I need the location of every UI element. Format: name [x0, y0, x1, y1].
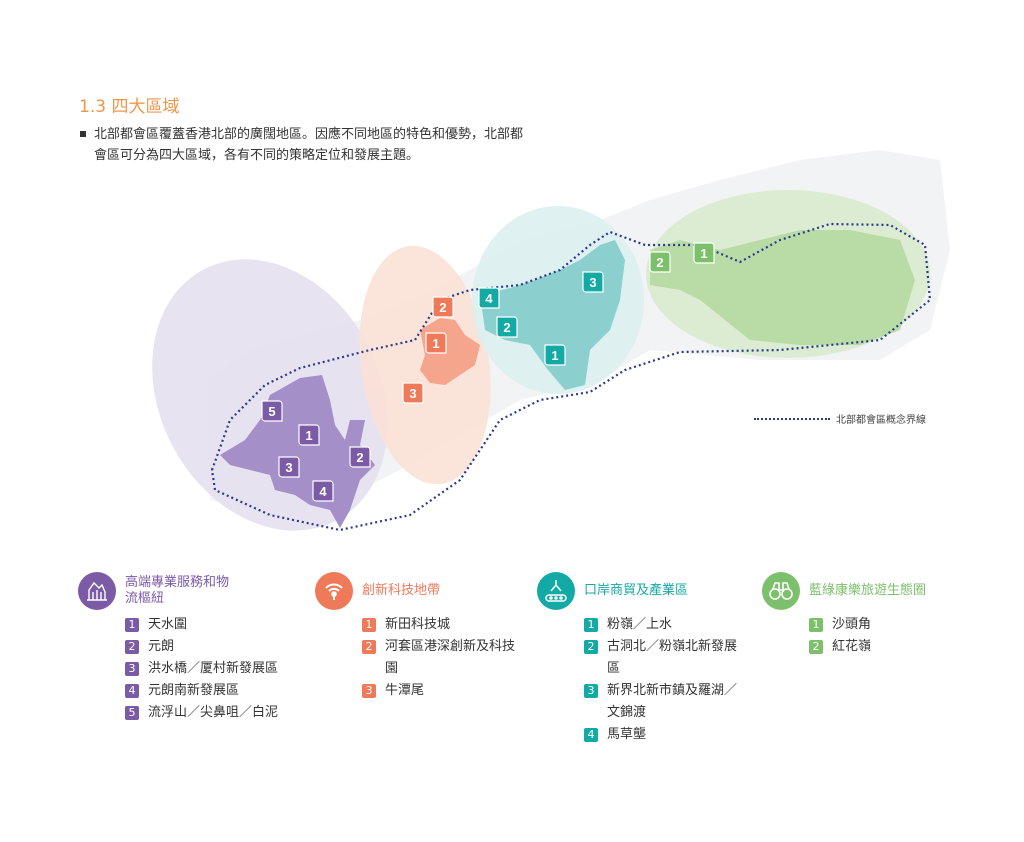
map-marker-teal: 4	[478, 287, 500, 309]
category-title: 高端專業服務和物流樞紐	[125, 575, 230, 606]
number-badge: 3	[125, 662, 139, 676]
marker-number: 5	[268, 404, 275, 419]
number-badge: 2	[584, 640, 598, 654]
map-marker-orange: 2	[432, 296, 454, 318]
map-marker-orange: 1	[425, 332, 447, 354]
category-item: 1 粉嶺／上水	[584, 614, 754, 636]
item-label: 元朗	[148, 639, 175, 654]
number-badge: 3	[584, 684, 598, 698]
map-marker-purple: 3	[278, 456, 300, 478]
category-item: 2 河套區港深創新及科技園	[362, 636, 532, 680]
marker-number: 4	[319, 484, 327, 499]
robot-arm-conveyor-icon	[537, 572, 575, 610]
category-title: 口岸商貿及產業區	[584, 583, 689, 598]
map-marker-purple: 5	[261, 400, 283, 422]
marker-number: 2	[656, 255, 663, 270]
map-marker-teal: 2	[496, 316, 518, 338]
binoculars-icon	[762, 572, 800, 610]
category-legend: 創新科技地帶 1 新田科技城 2 河套區港深創新及科技園 3 牛潭尾	[315, 572, 532, 702]
marker-number: 3	[409, 386, 416, 401]
category-item: 1 天水圍	[125, 614, 278, 636]
number-badge: 2	[809, 640, 823, 654]
bullet-icon	[80, 131, 86, 137]
map-marker-teal: 3	[582, 271, 604, 293]
marker-number: 3	[589, 275, 596, 290]
item-label: 河套區港深創新及科技園	[385, 639, 516, 676]
map-marker-purple: 1	[298, 424, 320, 446]
map-marker-green: 1	[693, 242, 715, 264]
map-marker-purple: 4	[312, 480, 334, 502]
category-title: 創新科技地帶	[362, 583, 441, 598]
item-label: 新田科技城	[385, 617, 451, 632]
item-label: 粉嶺／上水	[607, 617, 673, 632]
category-item: 1 新田科技城	[362, 614, 532, 636]
zone-land-green	[650, 230, 915, 345]
category-item: 5 流浮山／尖鼻咀／白泥	[125, 702, 278, 724]
item-label: 紅花嶺	[832, 639, 872, 654]
marker-number: 2	[356, 450, 363, 465]
marker-number: 1	[700, 246, 707, 261]
number-badge: 1	[362, 618, 376, 632]
category-title: 藍綠康樂旅遊生態圈	[809, 583, 927, 598]
marker-number: 3	[285, 460, 292, 475]
marker-number: 1	[305, 428, 312, 443]
boundary-legend: 北部都會區概念界線	[754, 411, 926, 426]
marker-number: 1	[551, 348, 558, 363]
category-item: 3 牛潭尾	[362, 680, 532, 702]
building-icon	[78, 572, 116, 610]
boundary-legend-label: 北部都會區概念界線	[836, 415, 926, 426]
marker-number: 2	[503, 320, 510, 335]
zone-land-purple	[220, 375, 375, 528]
number-badge: 2	[125, 640, 139, 654]
number-badge: 1	[584, 618, 598, 632]
number-badge: 5	[125, 706, 139, 720]
section-title: 1.3 四大區域	[79, 97, 180, 117]
category-item: 3 洪水橋／厦村新發展區	[125, 658, 278, 680]
category-item: 4 馬草壟	[584, 724, 754, 746]
item-label: 新界北新市鎮及羅湖／文錦渡	[607, 683, 738, 720]
intro-paragraph: 北部都會區覆蓋香港北部的廣闊地區。因應不同地區的特色和優勢，北部都會區可分為四大…	[80, 124, 534, 166]
map-marker-teal: 1	[544, 344, 566, 366]
category-legend: 藍綠康樂旅遊生態圈 1 沙頭角 2 紅花嶺	[762, 572, 979, 658]
category-item: 2 紅花嶺	[809, 636, 979, 658]
marker-number: 4	[485, 291, 493, 306]
marker-number: 2	[439, 300, 446, 315]
item-label: 洪水橋／厦村新發展區	[148, 661, 279, 676]
number-badge: 4	[584, 728, 598, 742]
marker-number: 1	[432, 336, 439, 351]
category-legend: 高端專業服務和物流樞紐 1 天水圍 2 元朗 3 洪水橋／厦村新發展區 4 元朗南新發展區 5 流浮…	[78, 572, 278, 724]
item-label: 馬草壟	[607, 727, 647, 742]
map-marker-purple: 2	[349, 446, 371, 468]
number-badge: 1	[809, 618, 823, 632]
item-label: 天水圍	[148, 617, 188, 632]
map-marker-green: 2	[649, 251, 671, 273]
wifi-antenna-icon	[315, 572, 353, 610]
item-label: 牛潭尾	[385, 683, 425, 698]
category-item: 4 元朗南新發展區	[125, 680, 278, 702]
boundary-line	[210, 222, 932, 532]
category-item: 2 元朗	[125, 636, 278, 658]
category-item: 3 新界北新市鎮及羅湖／文錦渡	[584, 680, 754, 724]
number-badge: 3	[362, 684, 376, 698]
item-label: 元朗南新發展區	[148, 683, 240, 698]
category-item: 2 古洞北／粉嶺北新發展區	[584, 636, 754, 680]
category-legend: 口岸商貿及產業區 1 粉嶺／上水 2 古洞北／粉嶺北新發展區 3 新界北新市鎮及羅湖／文錦渡…	[537, 572, 754, 746]
map-marker-orange: 3	[402, 382, 424, 404]
dotted-line-icon	[754, 417, 830, 420]
item-label: 沙頭角	[832, 617, 872, 632]
number-badge: 1	[125, 618, 139, 632]
number-badge: 4	[125, 684, 139, 698]
number-badge: 2	[362, 640, 376, 654]
item-label: 流浮山／尖鼻咀／白泥	[148, 705, 279, 720]
intro-text: 北部都會區覆蓋香港北部的廣闊地區。因應不同地區的特色和優勢，北部都會區可分為四大…	[94, 127, 524, 163]
item-label: 古洞北／粉嶺北新發展區	[607, 639, 738, 676]
category-item: 1 沙頭角	[809, 614, 979, 636]
